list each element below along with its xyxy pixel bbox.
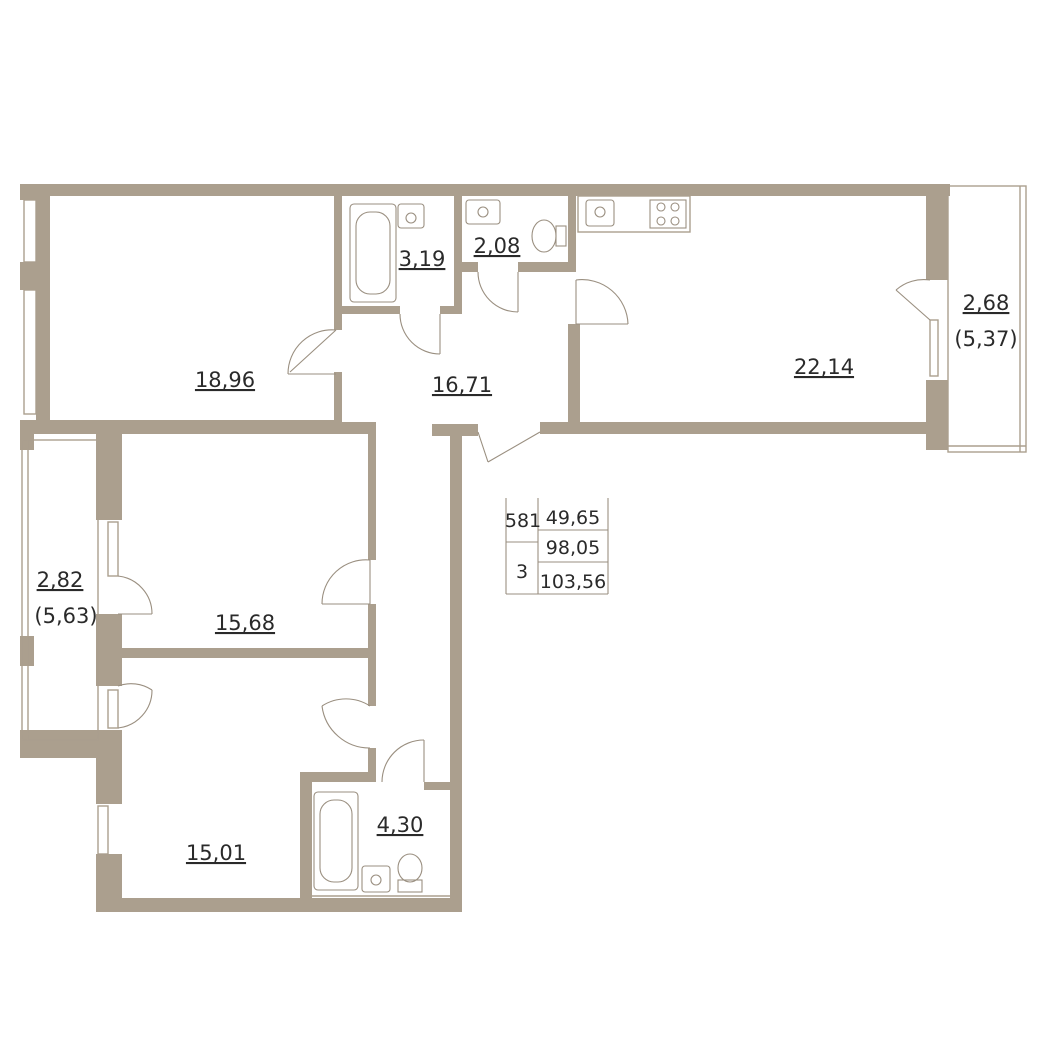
room-area-bottom: 15,01 [186,841,246,865]
room-labels: 18,96 3,19 2,08 16,71 22,14 15,68 15,01 … [186,234,854,865]
sink-icon [397,203,425,229]
sink-icon [361,865,391,893]
walls [20,184,950,912]
balcony-left-area: 2,82 [37,568,84,592]
room-area-middle: 15,68 [215,611,275,635]
rooms-count: 3 [516,561,528,583]
corridor-area: 16,71 [432,373,492,397]
summary-table: 581 3 49,65 98,05 103,56 [505,498,609,595]
bath-area-top: 3,19 [399,247,446,271]
kitchen-living-area: 22,14 [794,355,854,379]
bath-area-bottom: 4,30 [377,813,424,837]
toilet-icon [531,219,557,253]
toilet-icon [397,853,423,883]
kitchen-sink-icon [585,199,615,227]
balcony-labels: 2,68 (5,37) 2,82 (5,63) [34,291,1017,628]
apartment-number: 581 [505,510,541,532]
living-area: 49,65 [546,507,600,529]
balcony-right-full: (5,37) [954,327,1017,351]
sink-icon [465,199,501,225]
balcony-left-full: (5,63) [34,604,97,628]
wc-area-top: 2,08 [474,234,521,258]
bathtub-icon [349,203,397,303]
total-area: 98,05 [546,537,600,559]
doors [117,271,931,783]
total-area-with-balconies: 103,56 [540,571,606,593]
balcony-right-area: 2,68 [963,291,1010,315]
room-area-top-left: 18,96 [195,368,255,392]
fixtures [313,199,687,893]
stove-icon [649,199,687,229]
windows-and-balconies [21,185,1027,897]
bathtub-icon [313,791,359,891]
